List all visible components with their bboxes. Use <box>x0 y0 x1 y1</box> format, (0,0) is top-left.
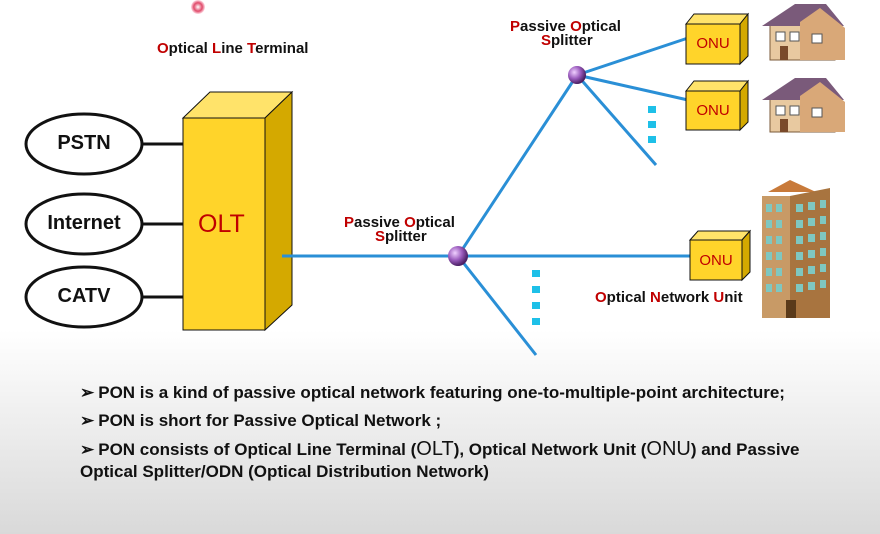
onu-box-3 <box>688 229 752 282</box>
bullet-item-1: ➢PON is a kind of passive optical networ… <box>80 383 785 402</box>
internet-oval <box>24 192 144 256</box>
splitter-mid <box>448 246 468 266</box>
onu-label-3: ONU <box>699 252 733 269</box>
fiber-lines <box>282 36 690 356</box>
bullet-item-3: ➢PON consists of Optical Line Terminal (… <box>80 438 800 481</box>
catv-label: CATV <box>57 285 111 307</box>
house-icon <box>762 4 845 61</box>
olt-title-label: Optical Line Terminal <box>157 40 309 57</box>
arrow-bullet-icon: ➢ <box>80 383 95 402</box>
pointer-dot <box>191 0 205 14</box>
pstn-oval <box>24 112 144 176</box>
continuation-dots <box>532 106 656 325</box>
source-links <box>142 142 185 299</box>
house-icon <box>762 78 845 133</box>
onu-label-1: ONU <box>696 35 730 52</box>
arrow-bullet-icon: ➢ <box>80 411 95 430</box>
onu-box-1 <box>684 12 750 66</box>
office-building-icon <box>762 180 830 318</box>
splitter-top-label: Passive Optical Splitter <box>510 18 621 49</box>
splitter-top <box>568 66 586 84</box>
internet-label: Internet <box>47 212 121 234</box>
onu-label-2: ONU <box>696 102 730 119</box>
olt-box <box>181 90 294 332</box>
olt-label: OLT <box>198 210 245 238</box>
splitter-mid-label: Passive Optical Splitter <box>344 214 455 245</box>
arrow-bullet-icon: ➢ <box>80 440 95 459</box>
pstn-label: PSTN <box>57 132 111 154</box>
onu-title-label: Optical Network Unit <box>595 289 743 306</box>
bullet-list: ➢PON is a kind of passive optical networ… <box>80 382 840 489</box>
catv-oval <box>24 265 144 329</box>
onu-box-2 <box>684 79 750 132</box>
bullet-item-2: ➢PON is short for Passive Optical Networ… <box>80 411 442 430</box>
